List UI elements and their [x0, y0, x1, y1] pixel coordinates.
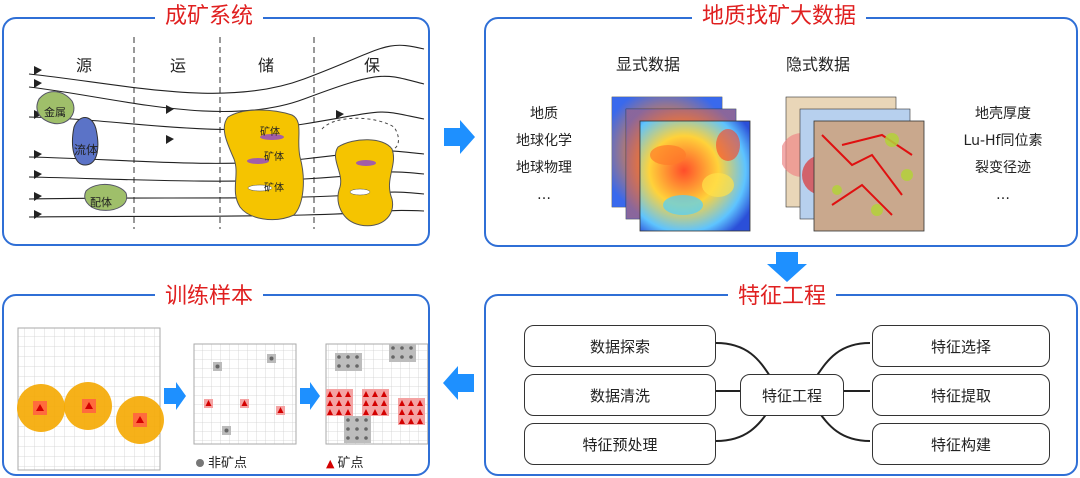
- data-cleaning-box: 数据清洗: [524, 374, 716, 416]
- list-item: …: [537, 187, 551, 203]
- list-item: 地壳厚度: [975, 106, 1031, 122]
- feature-engineering-panel: 数据探索 数据清洗 特征预处理 特征工程 特征选择 特征提取 特征构建: [484, 294, 1078, 476]
- list-item: …: [996, 187, 1010, 203]
- feature-selection-box: 特征选择: [872, 325, 1050, 367]
- big-data-title: 地质找矿大数据: [692, 5, 867, 29]
- legend-ore: ▲矿点: [326, 456, 364, 471]
- ore-system-panel: 源 运 储 保 金属 流体 配体 矿体 矿体 矿体: [2, 17, 430, 246]
- label-ligand: 配体: [90, 196, 112, 209]
- ore-marker-icon: ▲: [326, 457, 335, 470]
- explicit-data-list: 地质 地球化学 地球物理 …: [504, 101, 584, 209]
- column-source: 源: [76, 56, 93, 75]
- training-samples-title: 训练样本: [155, 285, 264, 309]
- label-metal: 金属: [44, 106, 66, 119]
- list-item: 裂变径迹: [975, 160, 1031, 176]
- list-item: 地球物理: [516, 160, 572, 176]
- label-orebody-3: 矿体: [264, 183, 284, 194]
- arrow-right-icon: [444, 120, 475, 154]
- column-transport: 运: [170, 56, 187, 75]
- explicit-data-label: 显式数据: [616, 55, 681, 74]
- legend-non-ore: 非矿点: [196, 452, 247, 471]
- implicit-data-label: 隐式数据: [786, 55, 851, 74]
- feature-construction-box: 特征构建: [872, 423, 1050, 465]
- arrow-left-icon: [443, 366, 474, 400]
- orebody-preserved: [335, 139, 394, 227]
- list-item: 地球化学: [516, 133, 572, 149]
- list-item: Lu-Hf同位素: [963, 133, 1043, 149]
- big-data-panel: 显式数据 隐式数据 地质 地球化学 地球物理 … 地壳厚度 Lu-Hf同位素 裂…: [484, 17, 1078, 247]
- ore-system-title: 成矿系统: [155, 5, 264, 29]
- list-item: 地质: [530, 106, 558, 122]
- metal-body: [36, 91, 75, 125]
- data-exploration-box: 数据探索: [524, 325, 716, 367]
- training-samples-diagram: [17, 327, 428, 471]
- feature-extraction-box: 特征提取: [872, 374, 1050, 416]
- ore-system-diagram: [28, 37, 425, 229]
- implicit-data-maps: [782, 96, 925, 232]
- label-orebody-1: 矿体: [260, 127, 280, 138]
- feature-preprocessing-box: 特征预处理: [524, 423, 716, 465]
- column-preserve: 保: [364, 56, 381, 75]
- label-fluid: 流体: [74, 143, 99, 157]
- label-orebody-2: 矿体: [264, 152, 284, 163]
- fluid-body: [72, 117, 99, 166]
- feature-engineering-center: 特征工程: [740, 374, 844, 416]
- arrow-down-icon: [767, 252, 807, 282]
- ligand-body: [84, 184, 128, 211]
- column-storage: 储: [258, 56, 275, 75]
- non-ore-marker-icon: [196, 459, 204, 467]
- explicit-data-heatmaps: [611, 96, 751, 232]
- implicit-data-list: 地壳厚度 Lu-Hf同位素 裂变径迹 …: [948, 101, 1058, 209]
- training-samples-panel: 非矿点 ▲矿点: [2, 294, 430, 476]
- feature-engineering-title: 特征工程: [728, 285, 837, 309]
